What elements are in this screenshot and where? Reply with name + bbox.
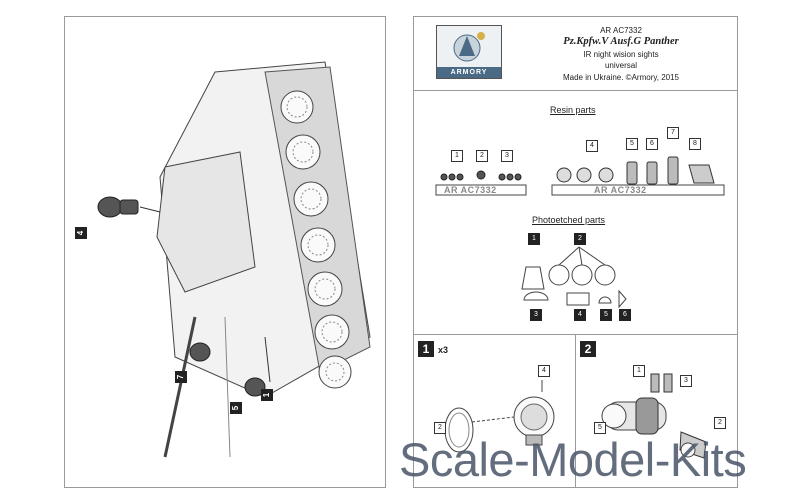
step-1-multiplier: x3 [438,345,449,355]
resin-label-3: 3 [501,150,513,162]
resin-label-8: 8 [689,138,701,150]
step-2-drawing [601,373,707,459]
step-2-callout-1: 1 [633,365,645,377]
step-2-callout-2: 2 [714,417,726,429]
step-1-number: 1 [418,341,434,357]
logo-text: ARMORY [437,67,501,78]
resin-parts-title: Resin parts [550,105,596,115]
steps-vertical-divider [575,334,576,487]
step-1-drawing [444,380,555,453]
resin-label-1: 1 [451,150,463,162]
pe-label-6: 6 [619,309,631,321]
logo-emblem-icon [453,32,485,62]
step-2-number: 2 [580,341,596,357]
resin-label-2: 2 [476,150,488,162]
tank-overview-panel: 4 7 5 1 [64,16,386,488]
photoetched-parts-drawing [521,246,627,309]
pe-label-1: 1 [528,233,540,245]
resin-label-5: 5 [626,138,638,150]
watermark-text: Scale-Model-Kits [399,433,747,486]
callout-5: 5 [230,402,242,414]
product-scale-note: universal [604,61,637,70]
pe-label-5: 5 [600,309,612,321]
pe-label-4: 4 [574,309,586,321]
resin-label-4: 4 [586,140,598,152]
product-code: AR AC7332 [600,26,642,35]
resin-label-6: 6 [646,138,658,150]
instruction-panel: ARMORY AR AC7332 Pz.Kpfw.V Ausf.G Panthe… [413,16,738,488]
resin-label-7: 7 [667,127,679,139]
photoetched-parts-title: Photoetched parts [532,215,606,225]
armory-logo: ARMORY [436,25,502,79]
header-divider [414,90,737,91]
step-1-callout-4: 4 [538,365,550,377]
step-2-callout-3: 3 [680,375,692,387]
pe-label-3: 3 [530,309,542,321]
product-title: Pz.Kpfw.V Ausf.G Panther [563,36,679,47]
resin-parts-drawing [435,156,725,196]
callout-7: 7 [175,371,187,383]
callout-4: 4 [75,227,87,239]
resin-sprue-label-2: AR AC7332 [594,185,647,195]
maker-line: Made in Ukraine. ©Armory, 2015 [562,73,679,82]
step-1-callout-2: 2 [434,422,446,434]
pe-label-2: 2 [574,233,586,245]
product-subtitle: IR night wision sights [583,50,659,59]
step-2-callout-5: 5 [594,422,606,434]
callout-1: 1 [261,389,273,401]
resin-sprue-label-1: AR AC7332 [444,185,497,195]
tank-hull-drawing [97,61,371,458]
